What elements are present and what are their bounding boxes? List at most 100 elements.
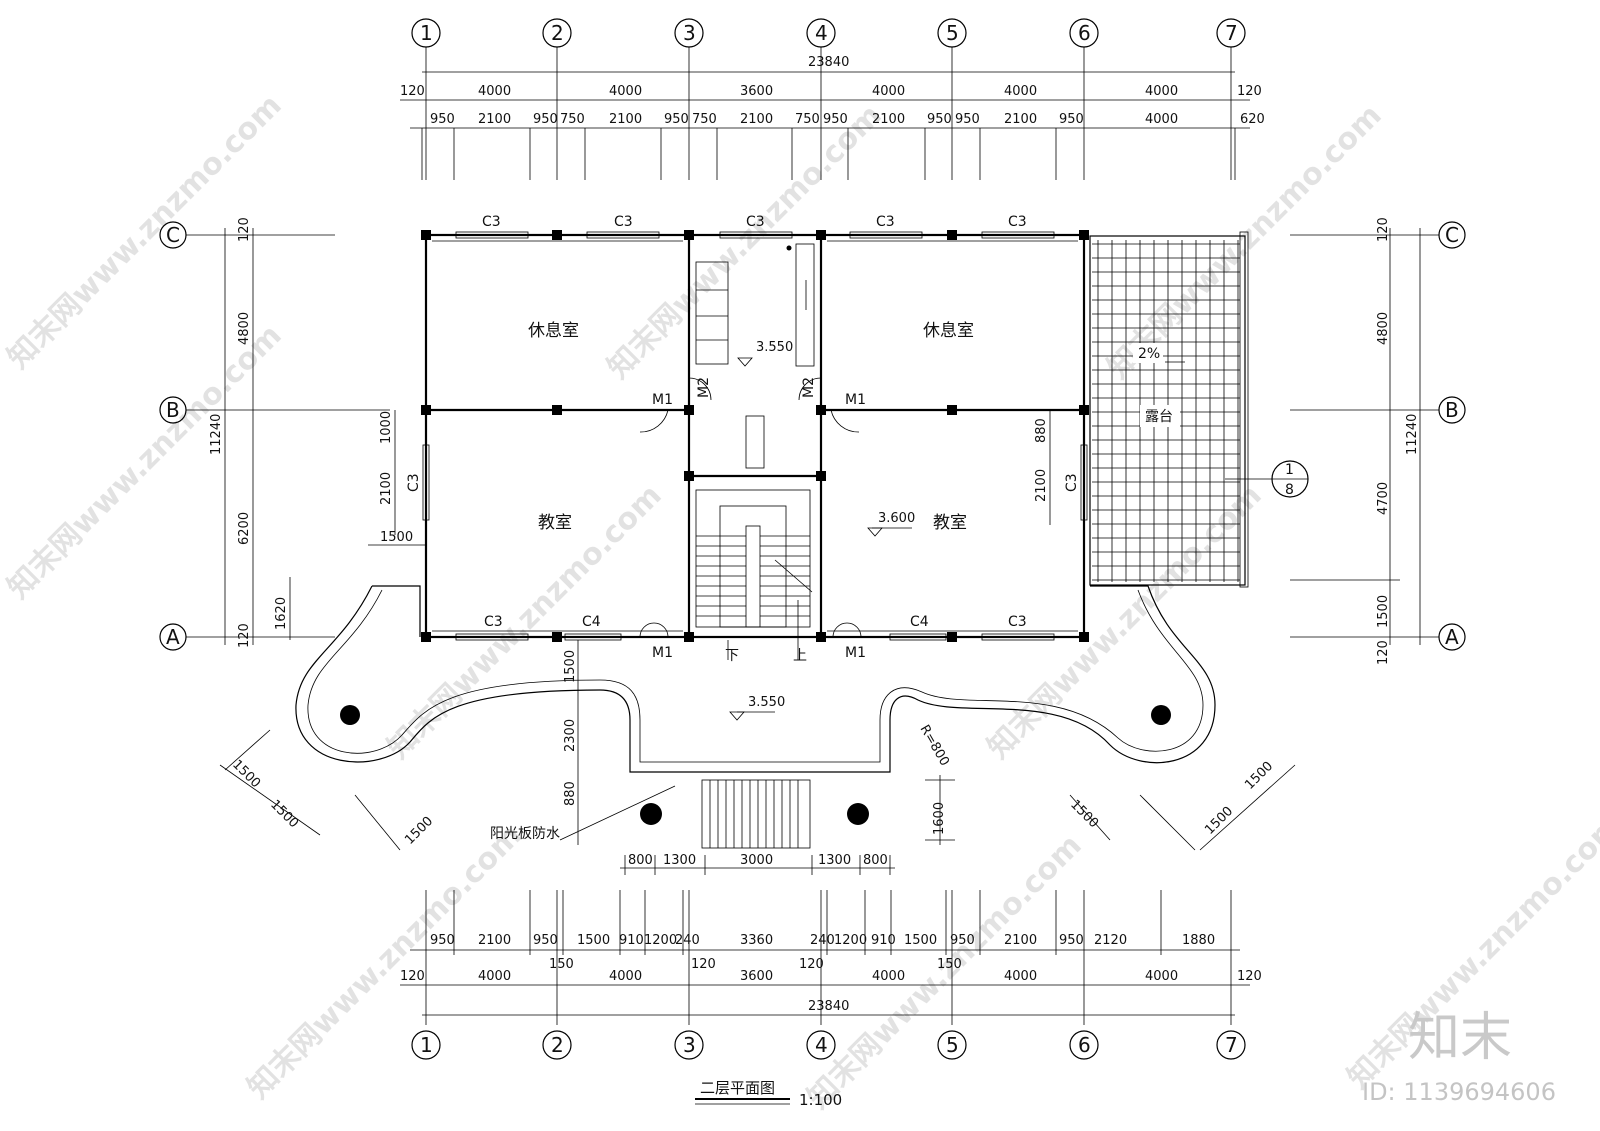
svg-text:4000: 4000 <box>609 84 642 99</box>
svg-text:6: 6 <box>1078 1033 1091 1057</box>
svg-text:2300: 2300 <box>563 719 578 752</box>
terrace: 露台 2% 1 8 <box>1089 231 1309 588</box>
svg-text:1600: 1600 <box>932 802 947 835</box>
building-walls <box>424 233 1086 639</box>
svg-text:1500: 1500 <box>1242 759 1276 793</box>
bottom-dimension-lines <box>400 890 1250 1025</box>
svg-text:1500: 1500 <box>1376 595 1391 628</box>
svg-text:120: 120 <box>1237 969 1262 984</box>
svg-text:950: 950 <box>927 112 952 127</box>
svg-text:23840: 23840 <box>808 55 849 70</box>
diagonal-dimensions: 1500 1500 1500 1500 1500 1500 <box>219 729 1296 851</box>
svg-text:ID: 1139694606: ID: 1139694606 <box>1362 1078 1556 1106</box>
svg-text:4000: 4000 <box>1145 112 1178 127</box>
top-dimension-text: 23840 120 4000 4000 3600 4000 4000 4000 … <box>400 55 1265 127</box>
svg-text:880: 880 <box>563 781 578 806</box>
svg-text:C3: C3 <box>746 214 765 230</box>
svg-text:950: 950 <box>1059 933 1084 948</box>
svg-text:4000: 4000 <box>1145 84 1178 99</box>
svg-text:120: 120 <box>1376 217 1391 242</box>
svg-text:M1: M1 <box>845 645 866 661</box>
svg-text:240: 240 <box>675 933 700 948</box>
svg-text:4000: 4000 <box>609 969 642 984</box>
svg-text:2100: 2100 <box>1004 112 1037 127</box>
svg-text:3360: 3360 <box>740 933 773 948</box>
svg-text:800: 800 <box>628 853 653 868</box>
svg-text:23840: 23840 <box>808 999 849 1014</box>
svg-text:950: 950 <box>664 112 689 127</box>
svg-text:下: 下 <box>725 648 739 664</box>
svg-text:800: 800 <box>863 853 888 868</box>
svg-text:B: B <box>166 398 180 422</box>
svg-text:150: 150 <box>937 957 962 972</box>
structural-columns <box>421 230 1089 642</box>
svg-text:120: 120 <box>237 217 252 242</box>
left-dimension-text: 11240 120 4800 6200 120 1000 2100 1500 1… <box>209 217 425 648</box>
bottom-dimension-text: 950 2100 950 1500 910 1200 240 3360 240 … <box>400 933 1262 1014</box>
svg-text:750: 750 <box>795 112 820 127</box>
svg-text:6200: 6200 <box>237 512 252 545</box>
svg-text:3600: 3600 <box>740 84 773 99</box>
watermark: 知末网www.znzmo.com <box>381 478 669 766</box>
right-axis-bubbles: C B A <box>1290 221 1466 651</box>
brand-logo: 知末 ID: 1139694606 <box>1362 1008 1556 1106</box>
svg-text:C3: C3 <box>1008 214 1027 230</box>
svg-text:1000: 1000 <box>379 411 394 444</box>
watermark: 知末网www.znzmo.com <box>241 818 529 1106</box>
svg-text:2100: 2100 <box>740 112 773 127</box>
svg-text:1: 1 <box>1285 462 1294 478</box>
doors: M1 M1 M1 M1 M2 M2 <box>639 377 866 661</box>
svg-text:2100: 2100 <box>478 933 511 948</box>
svg-text:4000: 4000 <box>478 84 511 99</box>
svg-text:120: 120 <box>1376 640 1391 665</box>
svg-text:2100: 2100 <box>872 112 905 127</box>
svg-text:1500: 1500 <box>563 650 578 683</box>
svg-text:2100: 2100 <box>1034 469 1049 502</box>
svg-text:5: 5 <box>946 1033 959 1057</box>
svg-text:11240: 11240 <box>209 414 224 455</box>
entrance-canopy: 3.550 R=800 <box>295 585 1216 849</box>
right-dimension-text: 120 4800 4700 1500 120 11240 880 2100 <box>1034 217 1420 665</box>
watermark: 知末网www.znzmo.com <box>601 98 889 386</box>
drawing-title: 二层平面图 1:100 <box>695 1079 842 1109</box>
svg-text:A: A <box>1445 625 1459 649</box>
svg-text:C: C <box>166 223 180 247</box>
svg-text:1500: 1500 <box>267 797 301 831</box>
svg-text:M1: M1 <box>845 392 866 408</box>
svg-text:4: 4 <box>815 21 828 45</box>
svg-text:1620: 1620 <box>274 597 289 630</box>
svg-text:阳光板防水: 阳光板防水 <box>490 826 560 842</box>
svg-text:1:100: 1:100 <box>799 1091 842 1109</box>
svg-text:4000: 4000 <box>1145 969 1178 984</box>
svg-text:C3: C3 <box>1064 473 1080 492</box>
svg-text:3600: 3600 <box>740 969 773 984</box>
svg-text:11240: 11240 <box>1405 414 1420 455</box>
svg-text:4000: 4000 <box>872 84 905 99</box>
staircase: 下 上 <box>695 489 813 664</box>
svg-text:C3: C3 <box>484 614 503 630</box>
svg-text:120: 120 <box>400 84 425 99</box>
svg-text:5: 5 <box>946 21 959 45</box>
svg-text:M2: M2 <box>801 377 817 398</box>
svg-text:C3: C3 <box>482 214 501 230</box>
svg-text:1200: 1200 <box>834 933 867 948</box>
svg-text:150: 150 <box>549 957 574 972</box>
svg-text:3.550: 3.550 <box>756 340 793 355</box>
top-axis-bubbles: 1 2 3 4 5 6 7 <box>411 18 1246 48</box>
svg-text:1500: 1500 <box>380 530 413 545</box>
svg-text:教室: 教室 <box>933 513 967 533</box>
svg-text:M1: M1 <box>652 392 673 408</box>
svg-text:A: A <box>166 625 180 649</box>
svg-text:C: C <box>1445 223 1459 247</box>
svg-text:B: B <box>1445 398 1459 422</box>
svg-text:4800: 4800 <box>237 312 252 345</box>
svg-text:750: 750 <box>692 112 717 127</box>
svg-text:950: 950 <box>1059 112 1084 127</box>
svg-text:120: 120 <box>237 623 252 648</box>
bottom-axis-bubbles: 1 2 3 4 5 6 7 <box>411 1030 1246 1060</box>
svg-text:950: 950 <box>823 112 848 127</box>
windows: C3 C3 C3 C3 C3 C3 C4 C4 C3 C3 C3 <box>406 214 1088 641</box>
svg-text:C3: C3 <box>876 214 895 230</box>
svg-text:教室: 教室 <box>538 513 572 533</box>
